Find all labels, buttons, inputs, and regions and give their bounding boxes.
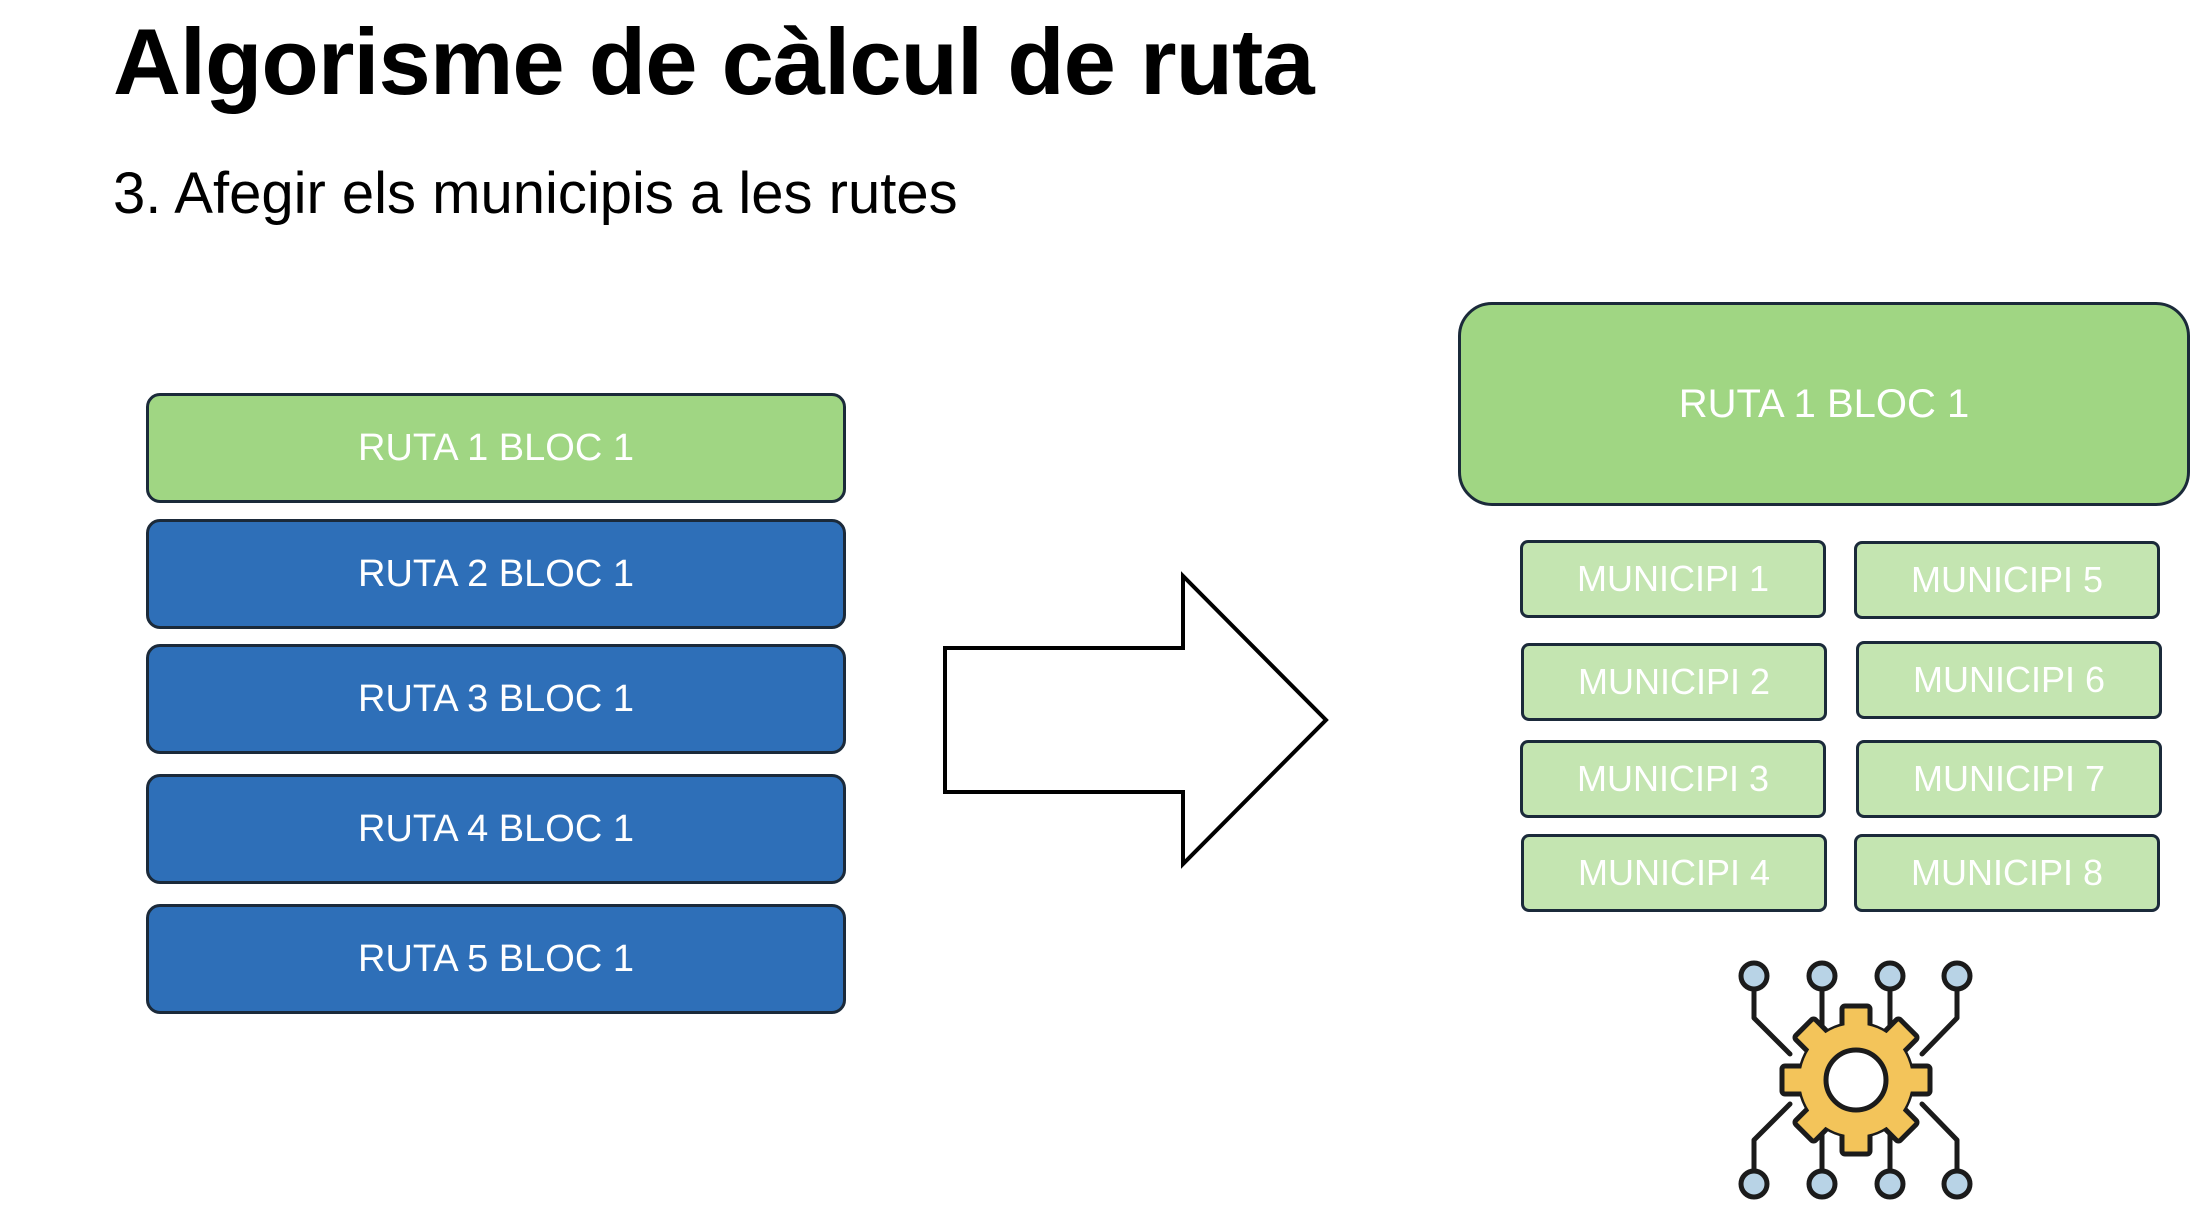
municipi-1: MUNICIPI 1	[1520, 540, 1826, 618]
municipi-2: MUNICIPI 2	[1521, 643, 1827, 721]
route-block-2: RUTA 2 BLOC 1	[146, 519, 846, 629]
route-block-5: RUTA 5 BLOC 1	[146, 904, 846, 1014]
municipi-8: MUNICIPI 8	[1854, 834, 2160, 912]
municipi-4: MUNICIPI 4	[1521, 834, 1827, 912]
page-subtitle: 3. Afegir els municipis a les rutes	[113, 161, 958, 226]
municipi-7: MUNICIPI 7	[1856, 740, 2162, 818]
route-block-4: RUTA 4 BLOC 1	[146, 774, 846, 884]
municipi-3: MUNICIPI 3	[1520, 740, 1826, 818]
page-title: Algorisme de càlcul de ruta	[113, 9, 1315, 114]
route-block-1: RUTA 1 BLOC 1	[146, 393, 846, 503]
municipi-6: MUNICIPI 6	[1856, 641, 2162, 719]
municipi-5: MUNICIPI 5	[1854, 541, 2160, 619]
route-block-3: RUTA 3 BLOC 1	[146, 644, 846, 754]
selected-route-block: RUTA 1 BLOC 1	[1458, 302, 2190, 506]
